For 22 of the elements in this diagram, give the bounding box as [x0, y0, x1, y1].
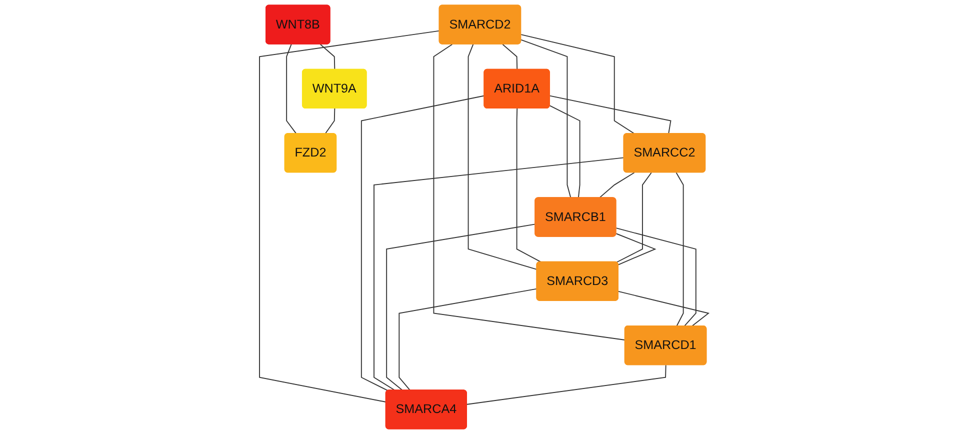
- connector: [502, 44, 518, 70]
- connector: [549, 105, 580, 198]
- connector: [386, 224, 536, 391]
- connector: [398, 288, 538, 391]
- connector: [516, 108, 542, 262]
- connector: [259, 30, 440, 402]
- connector: [320, 44, 336, 70]
- connector: [616, 172, 652, 263]
- connector: [324, 108, 336, 134]
- connector: [520, 39, 572, 198]
- connector: [466, 364, 666, 405]
- connector: [360, 95, 485, 392]
- connector: [549, 95, 672, 134]
- connector: [468, 44, 538, 270]
- connector: [520, 34, 635, 134]
- connector: [433, 44, 626, 340]
- connector: [374, 157, 624, 391]
- connector: [676, 172, 684, 327]
- connector: [598, 172, 635, 198]
- connector: [286, 44, 297, 134]
- connector: [618, 290, 710, 327]
- connector: [616, 228, 696, 327]
